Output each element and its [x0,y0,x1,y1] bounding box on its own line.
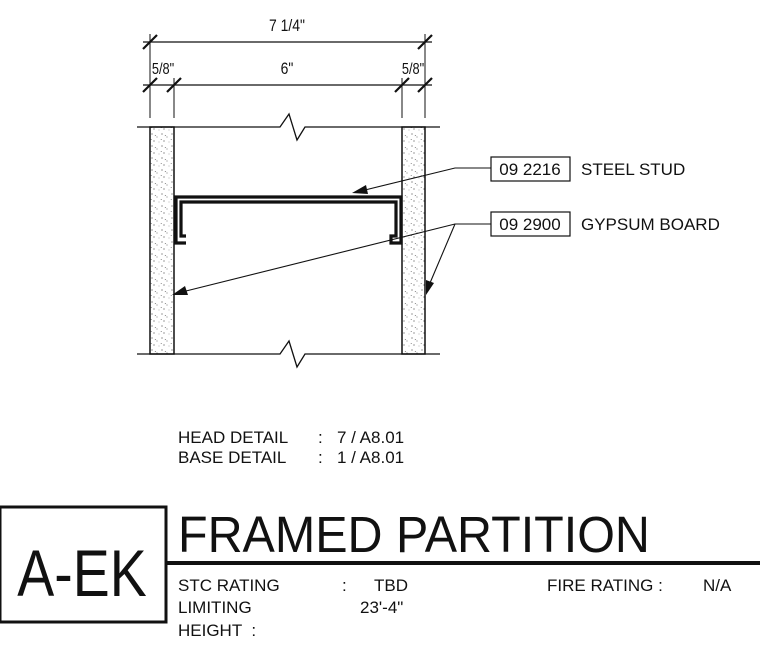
base-detail-label: BASE DETAIL [178,448,286,467]
keynote-box-gypsum-board [490,211,571,237]
leader-arrow-steel-stud [352,185,368,194]
base-detail-sep: : [318,448,323,467]
wall-section [137,112,440,369]
limiting-height-label-line2: HEIGHT : [178,621,256,640]
leader-arrow-gypsum-right [426,280,434,295]
break-line-top [137,112,440,142]
keynote-label-steel-stud: STEEL STUD [581,160,685,179]
stc-rating-sep: : [342,576,347,595]
leader-gypsum-board-left [185,223,491,292]
fire-rating-value: N/A [703,576,732,595]
fire-rating-label: FIRE RATING : [547,576,663,595]
limiting-height-label-line1: LIMITING [178,598,252,617]
callout-steel-stud: 09 2216 STEEL STUD [352,156,685,194]
type-tag-text: A-EK [17,536,146,610]
gypsum-board-right [401,126,426,355]
dimension-left-board-text: 5/8" [152,61,174,79]
break-line-bottom [137,339,440,369]
dimension-right-board-text: 5/8" [402,61,424,79]
dimension-components: 5/8" 6" 5/8" [142,60,433,118]
base-detail-value: 1 / A8.01 [337,448,404,467]
keynote-code-gypsum-board: 09 2900 [499,215,560,234]
gypsum-board-left [149,126,175,355]
stc-rating-value: TBD [374,576,408,595]
keynote-code-steel-stud: 09 2216 [499,160,560,179]
title-block: A-EK FRAMED PARTITION STC RATING : TBD F… [0,505,760,640]
limiting-height-value: 23'-4" [360,598,403,617]
tick-3 [394,77,410,93]
callout-gypsum-board: 09 2900 GYPSUM BOARD [172,211,720,295]
head-detail-label: HEAD DETAIL [178,428,288,447]
dimension-overall: 7 1/4" [142,17,433,118]
tick-overall-right [417,34,433,50]
partition-title: FRAMED PARTITION [178,506,650,563]
head-detail-sep: : [318,428,323,447]
tick-4 [417,77,433,93]
dimension-overall-text: 7 1/4" [269,17,305,36]
keynote-label-gypsum-board: GYPSUM BOARD [581,215,720,234]
stc-rating-label: STC RATING [178,576,280,595]
tick-1 [142,77,158,93]
leader-steel-stud [364,167,491,191]
tick-2 [166,77,182,93]
keynote-box-steel-stud [490,156,571,182]
tick-overall-left [142,34,158,50]
leader-arrow-gypsum-left [172,286,188,295]
leader-gypsum-board-right [429,223,456,284]
dimension-stud-text: 6" [281,60,294,79]
head-detail-value: 7 / A8.01 [337,428,404,447]
steel-stud-profile [174,195,403,245]
detail-references: HEAD DETAIL : 7 / A8.01 BASE DETAIL : 1 … [178,428,404,467]
